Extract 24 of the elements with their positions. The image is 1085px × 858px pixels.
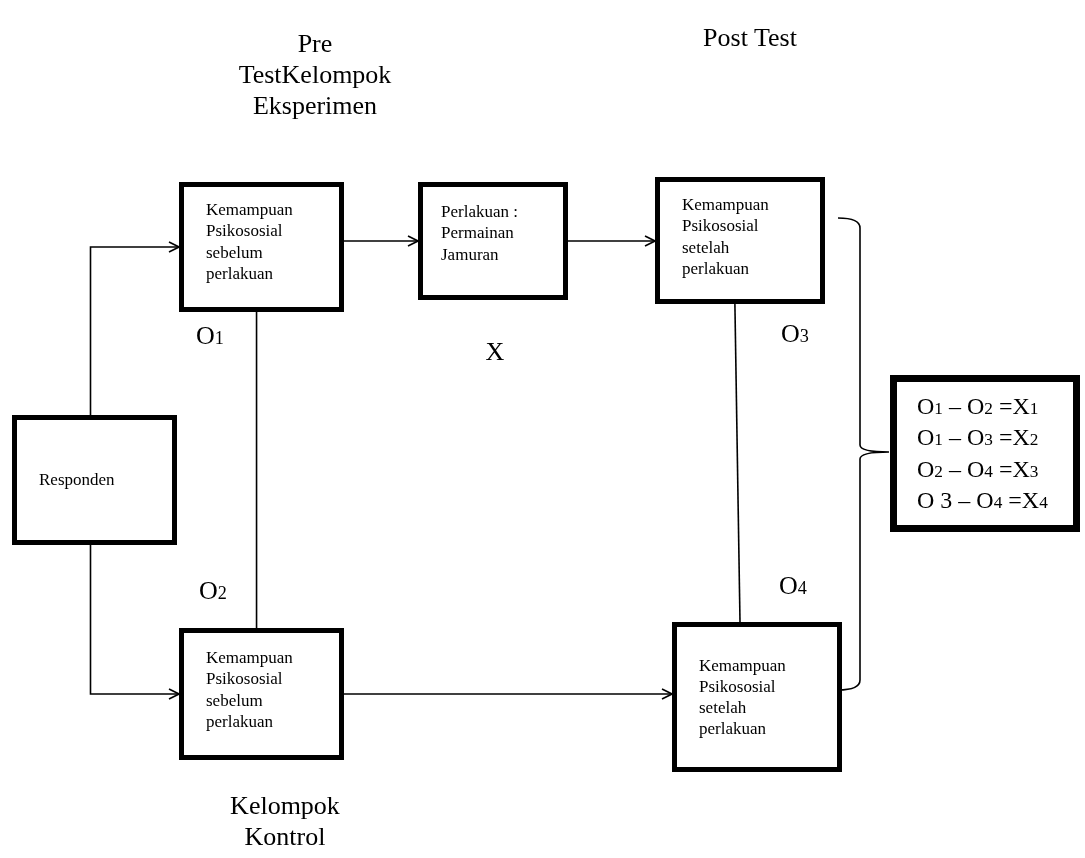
connector-line — [734, 303, 741, 623]
box-text: Responden — [39, 469, 116, 491]
arrow — [343, 688, 673, 700]
box-text: Kemampuan Psikososial sebelum perlakuan — [206, 199, 294, 284]
box-text: Kemampuan Psikososial setelah perlakuan — [699, 654, 787, 740]
process-box — [672, 622, 842, 772]
arrow — [343, 235, 419, 247]
connector-line — [255, 311, 258, 629]
arrow — [89, 241, 180, 416]
process-box — [655, 177, 825, 304]
label-text: Kelompok Kontrol — [229, 790, 341, 853]
process-box — [12, 415, 177, 545]
process-box — [179, 628, 344, 760]
result-box — [890, 375, 1080, 532]
process-box — [418, 182, 568, 300]
process-box — [179, 182, 344, 312]
label-text: X — [484, 336, 506, 368]
box-text: Kemampuan Psikososial sebelum perlakuan — [206, 647, 294, 732]
label-text: Post Test — [702, 22, 798, 54]
label-text: Pre TestKelompok Eksperimen — [237, 28, 393, 122]
box-text: Kemampuan Psikososial setelah perlakuan — [682, 194, 770, 279]
arrow — [567, 235, 656, 247]
arrow — [89, 544, 180, 700]
box-text: Perlakuan : Permainan Jamuran — [441, 201, 519, 265]
